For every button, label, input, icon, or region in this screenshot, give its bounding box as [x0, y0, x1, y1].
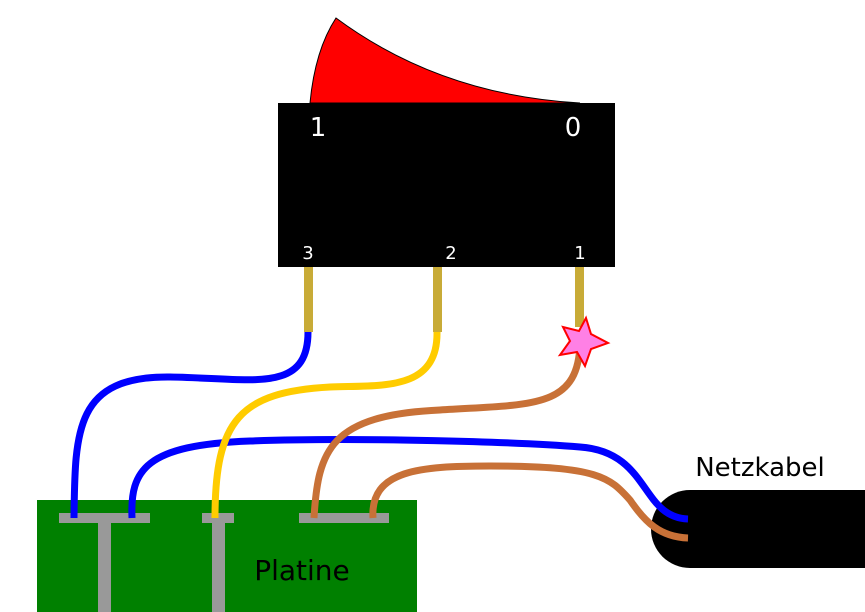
power-cable-label: Netzkabel — [695, 453, 825, 483]
pin-2-label: 2 — [445, 243, 456, 264]
blue-wire-cable — [128, 436, 689, 523]
pin-3 — [304, 267, 313, 332]
brown-wire-pin1 — [310, 343, 584, 519]
board-post-middle — [212, 523, 225, 612]
board-label: Platine — [254, 554, 350, 587]
board-pad-right — [299, 513, 389, 523]
switch-body — [278, 103, 615, 267]
rocker-actuator — [309, 17, 581, 104]
blue-wire-pin3 — [70, 331, 312, 519]
power-cable — [651, 490, 865, 568]
pin-2 — [433, 267, 442, 332]
fault-spark-icon — [557, 315, 611, 369]
board-post-left — [98, 523, 111, 612]
switch-position-off-label: 0 — [565, 113, 582, 143]
pin-1-label: 1 — [574, 243, 585, 264]
brown-wire-cable — [369, 462, 689, 542]
switch-position-on-label: 1 — [310, 113, 327, 143]
pin-3-label: 3 — [302, 243, 313, 264]
yellow-wire-pin2 — [211, 331, 441, 519]
board-pad-left — [59, 513, 150, 523]
pin-1 — [575, 267, 584, 327]
